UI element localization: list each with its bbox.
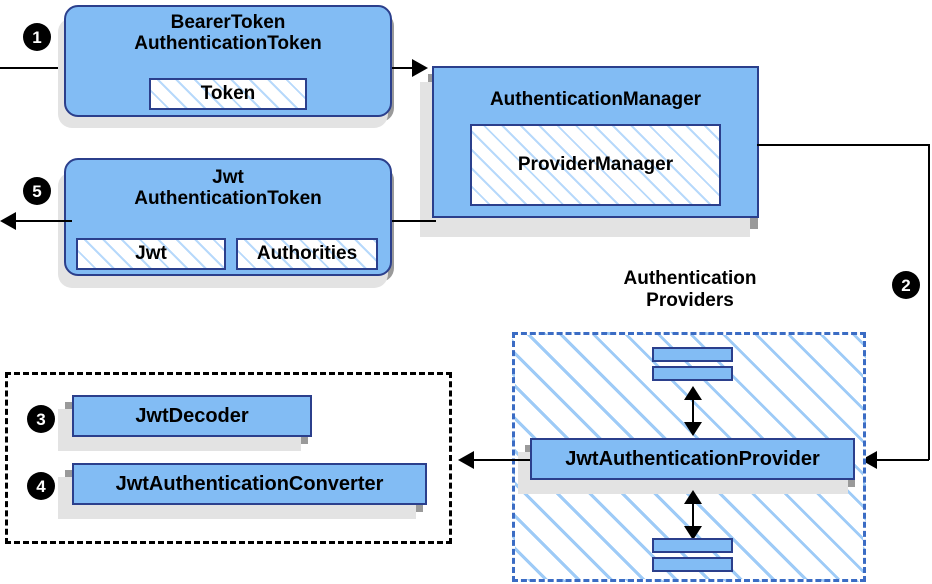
- inner-field-authorities[interactable]: Authorities: [236, 238, 378, 270]
- provider-to-helpers-arrowhead: [458, 451, 474, 469]
- inner-field-token[interactable]: Token: [149, 78, 307, 110]
- provider-stub-top-2: [652, 366, 733, 381]
- manager-to-jwt-token-line: [392, 220, 436, 222]
- manager-to-provider-line-vertical: [928, 144, 930, 460]
- provider-link-bottom-arrow-up: [684, 490, 702, 504]
- step-marker-1: 1: [24, 24, 50, 50]
- provider-link-top-arrow-up: [684, 386, 702, 400]
- authentication-providers-title: Authentication Providers: [540, 268, 840, 312]
- container-jwt-helpers: [5, 372, 452, 544]
- provider-link-top-line: [692, 392, 694, 425]
- provider-to-helpers-line: [472, 459, 530, 461]
- bearer-to-manager-arrowhead: [412, 59, 428, 77]
- response-arrowhead: [0, 212, 16, 230]
- step-marker-2: 2: [893, 272, 919, 298]
- response-line: [8, 220, 72, 222]
- manager-to-provider-line-top: [757, 144, 929, 146]
- node-jwt-decoder[interactable]: JwtDecoder: [72, 395, 312, 437]
- provider-link-top-arrow-down: [684, 422, 702, 436]
- authentication-providers-title-line2: Providers: [646, 289, 734, 311]
- provider-stub-bottom-1: [652, 538, 733, 553]
- jwt-token-title-line1: Jwt: [212, 167, 244, 188]
- step-marker-3: 3: [28, 406, 54, 432]
- node-jwt-authentication-converter[interactable]: JwtAuthenticationConverter: [72, 463, 427, 505]
- jwt-token-title-line2: AuthenticationToken: [134, 187, 322, 209]
- provider-stub-top-1: [652, 347, 733, 362]
- node-bearer-token-authentication-token[interactable]: BearerToken AuthenticationToken: [64, 5, 392, 117]
- authentication-manager-title: AuthenticationManager: [489, 89, 702, 110]
- incoming-request-line: [0, 67, 72, 69]
- node-jwt-authentication-provider[interactable]: JwtAuthenticationProvider: [530, 438, 855, 480]
- provider-link-bottom-arrow-down: [684, 526, 702, 540]
- provider-link-bottom-line: [692, 496, 694, 529]
- bearer-to-manager-line: [392, 67, 420, 69]
- step-marker-4: 4: [28, 473, 54, 499]
- manager-to-provider-line-bottom: [876, 459, 929, 461]
- provider-stub-bottom-2: [652, 557, 733, 572]
- inner-field-provider-manager[interactable]: ProviderManager: [470, 124, 721, 206]
- bearer-token-title-line1: BearerToken: [170, 12, 286, 33]
- authentication-providers-title-line1: Authentication: [623, 268, 757, 289]
- inner-field-jwt[interactable]: Jwt: [76, 238, 226, 270]
- bearer-token-title-line2: AuthenticationToken: [134, 32, 322, 54]
- step-marker-5: 5: [24, 178, 50, 204]
